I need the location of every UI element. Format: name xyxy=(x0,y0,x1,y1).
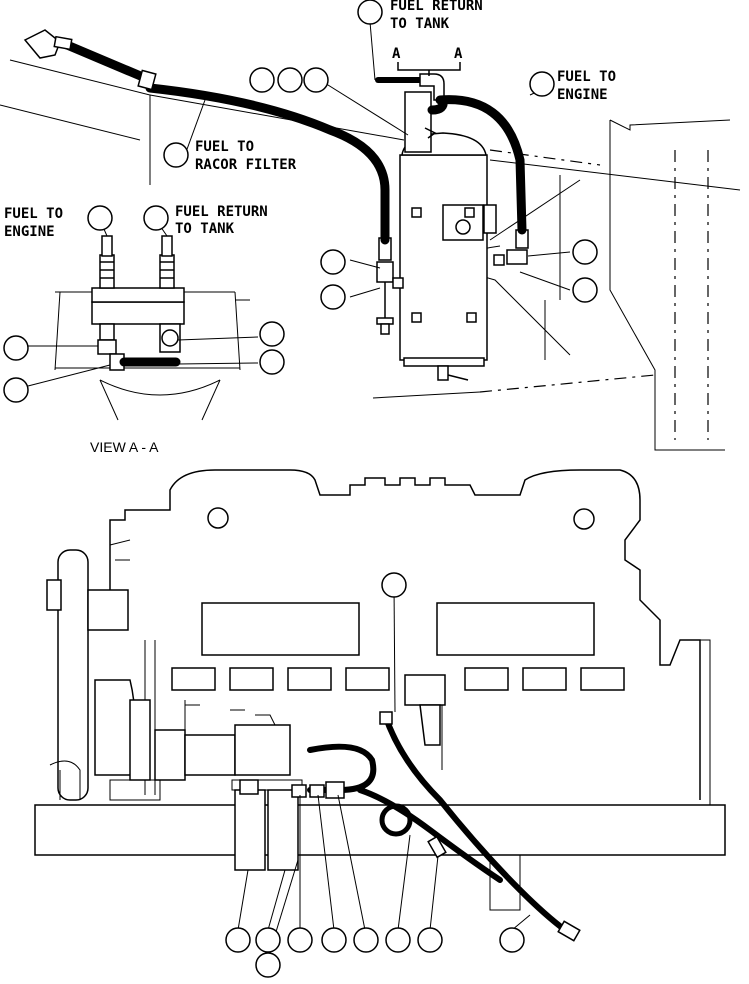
hose-long-return xyxy=(382,712,568,933)
section-mark-left: A xyxy=(392,46,401,62)
label-fuel-to-racor-1: FUEL TO xyxy=(195,139,254,155)
valve-cover-left xyxy=(201,602,360,656)
hose-engine-loop xyxy=(307,743,377,793)
callout-23 xyxy=(385,927,411,953)
callout-4 xyxy=(303,67,329,93)
view-a-a: FUEL TO ENGINE FUEL RETURN TO TANK VIEW … xyxy=(3,204,285,455)
valve-cover-right xyxy=(436,602,595,656)
hose-coil xyxy=(379,803,413,837)
label-fuel-to-racor-2: RACOR FILTER xyxy=(195,157,297,173)
label-fuel-to-engine-right-2: ENGINE xyxy=(557,87,608,103)
hose-fuel-to-racor xyxy=(145,83,390,245)
callout-15 xyxy=(259,321,285,347)
callout-25 xyxy=(499,927,525,953)
engine-assembly xyxy=(34,469,726,978)
hose-fuel-to-engine xyxy=(435,95,527,235)
callout-20 xyxy=(287,927,313,953)
manifold-block xyxy=(91,301,185,325)
label-fuel-return-left-1: FUEL RETURN xyxy=(175,204,268,220)
fuel-filter-1 xyxy=(234,789,266,871)
label-fuel-return-left-2: TO TANK xyxy=(175,221,235,237)
callout-3 xyxy=(277,67,303,93)
label-fuel-to-engine-left-2: ENGINE xyxy=(4,224,55,240)
frame-rail xyxy=(34,804,726,856)
pulley xyxy=(57,549,89,801)
callout-1 xyxy=(357,0,383,25)
filter-inlet-fitting xyxy=(376,237,404,335)
section-mark: A A xyxy=(392,46,463,76)
callout-6 xyxy=(163,142,189,168)
label-fuel-to-engine-right-1: FUEL TO xyxy=(557,69,616,85)
callout-16 xyxy=(259,349,285,375)
label-fuel-to-engine-left-1: FUEL TO xyxy=(4,206,63,222)
callout-8 xyxy=(320,284,346,310)
fuel-filter-2 xyxy=(267,789,299,871)
callout-19 xyxy=(255,927,281,953)
callout-24 xyxy=(417,927,443,953)
racor-filter xyxy=(399,91,497,381)
callout-12 xyxy=(143,205,169,231)
callout-26 xyxy=(255,952,281,978)
callout-5 xyxy=(529,71,555,97)
callout-11 xyxy=(87,205,113,231)
label-fuel-return-top-2: TO TANK xyxy=(390,16,450,32)
label-view-a-a: VIEW A - A xyxy=(90,439,159,455)
callout-17 xyxy=(381,572,407,598)
callout-2 xyxy=(249,67,275,93)
callout-7 xyxy=(320,249,346,275)
section-mark-right: A xyxy=(454,46,463,62)
callout-22 xyxy=(353,927,379,953)
hose-upper-left xyxy=(55,37,155,85)
filter-outlet-fitting xyxy=(493,229,529,266)
label-fuel-return-top-1: FUEL RETURN xyxy=(390,0,483,14)
callout-9 xyxy=(572,239,598,265)
pump-housing xyxy=(404,674,446,706)
callout-21 xyxy=(321,927,347,953)
callout-10 xyxy=(572,277,598,303)
racor-filter-detail: A A FUEL RETURN TO TANK FUEL TO ENGINE F… xyxy=(0,0,741,451)
callout-14 xyxy=(3,377,29,403)
callout-13 xyxy=(3,335,29,361)
callout-18 xyxy=(225,927,251,953)
